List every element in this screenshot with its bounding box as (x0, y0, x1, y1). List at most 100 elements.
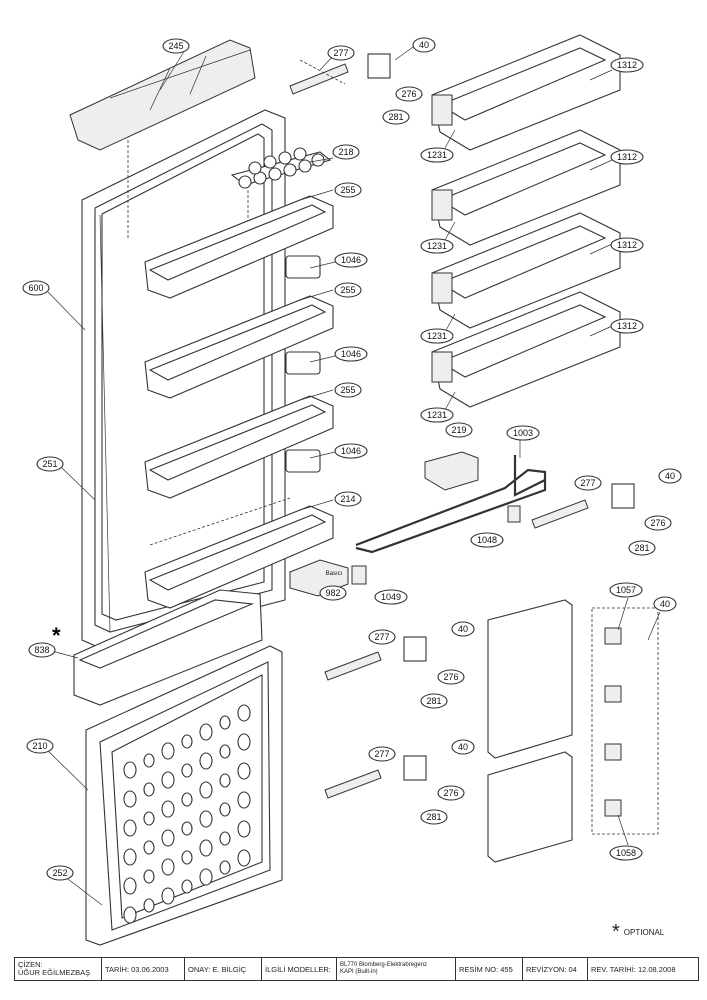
panel-hole (237, 733, 251, 751)
panel-hole (161, 858, 175, 876)
panel-hole (237, 791, 251, 809)
svg-text:40: 40 (660, 599, 670, 609)
callout-277: 277 (327, 45, 355, 61)
callout-1312: 1312 (610, 149, 644, 165)
callout-1312: 1312 (610, 318, 644, 334)
approval-cell: ONAY: E. BİLGİÇ (185, 958, 262, 980)
callout-219: 219 (445, 422, 473, 438)
drawn-by-cell: ÇİZEN: UĞUR EĞİLMEZBAŞ (15, 958, 102, 980)
svg-text:281: 281 (634, 543, 649, 553)
door-shelf-214 (144, 497, 334, 609)
svg-text:1312: 1312 (617, 321, 637, 331)
callout-218: 218 (332, 144, 360, 160)
svg-text:276: 276 (443, 672, 458, 682)
svg-text:251: 251 (42, 459, 57, 469)
revision-text: REVİZYON: 04 (526, 964, 577, 974)
panel-hole (181, 734, 193, 749)
approval-text: ONAY: E. BİLGİÇ (188, 964, 247, 974)
egg-tray-218 (230, 147, 332, 225)
optional-star-icon: * (612, 921, 620, 943)
callout-1049: 1049 (374, 589, 408, 605)
part-982-label: Basıcı (326, 571, 343, 577)
decor-panel-lower (487, 751, 573, 863)
panel-hole (143, 898, 155, 913)
hinge-group-bottom (324, 755, 427, 799)
panel-hole (123, 790, 137, 808)
svg-text:219: 219 (451, 425, 466, 435)
right-shelf-3 (431, 212, 621, 329)
svg-text:255: 255 (340, 285, 355, 295)
callout-1231: 1231 (420, 328, 454, 344)
related-models-line1: BL770 Blomberg-Elektrabregenz (340, 962, 428, 968)
optional-star-838: * (52, 623, 61, 648)
svg-text:214: 214 (340, 494, 355, 504)
panel-hole (181, 763, 193, 778)
callouts: 245 277 40 276 281 218 255 1046 255 1046… (22, 37, 682, 881)
svg-text:1231: 1231 (427, 410, 447, 420)
panel-hole (161, 887, 175, 905)
svg-text:1057: 1057 (616, 585, 636, 595)
door-shelf-255-c (144, 395, 334, 499)
related-models-label-cell: İLGİLİ MODELLER: (262, 958, 337, 980)
callout-276: 276 (437, 669, 465, 685)
callout-1003: 1003 (506, 425, 540, 441)
panel-hole (237, 762, 251, 780)
panel-hole (161, 800, 175, 818)
svg-text:277: 277 (374, 632, 389, 642)
drawn-by-name: UĞUR EĞİLMEZBAŞ (18, 968, 91, 977)
callout-276: 276 (644, 515, 672, 531)
svg-text:40: 40 (419, 40, 429, 50)
panel-hole (199, 839, 213, 857)
bottle-shelf-838 (73, 589, 263, 706)
callout-1312: 1312 (610, 237, 644, 253)
svg-text:255: 255 (340, 385, 355, 395)
svg-text:1058: 1058 (616, 848, 636, 858)
svg-text:838: 838 (34, 645, 49, 655)
hinge-group-mid-left (324, 636, 427, 681)
exploded-parts-diagram: 245 277 40 276 281 218 255 1046 255 1046… (22, 34, 682, 946)
panel-hole (181, 850, 193, 865)
svg-text:276: 276 (443, 788, 458, 798)
svg-text:1049: 1049 (381, 592, 401, 602)
drawn-by-label: ÇİZEN: (18, 960, 43, 969)
svg-text:1231: 1231 (427, 241, 447, 251)
optional-box (591, 607, 659, 835)
callout-1057: 1057 (609, 582, 643, 598)
panel-hole (181, 821, 193, 836)
callout-210: 210 (26, 738, 54, 754)
svg-text:1312: 1312 (617, 152, 637, 162)
panel-hole (123, 848, 137, 866)
revision-date-cell: REV. TARİHİ: 12.08.2008 (588, 958, 698, 980)
panel-hole (219, 773, 231, 788)
svg-text:281: 281 (426, 812, 441, 822)
related-models-cell: BL770 Blomberg-Elektrabregenz KAPI (Buil… (337, 958, 456, 980)
callout-40: 40 (451, 621, 475, 637)
svg-text:Basıcı: Basıcı (326, 571, 343, 577)
callout-982: 982 (319, 585, 347, 601)
clip-1046-group (285, 255, 321, 473)
callout-214: 214 (334, 491, 362, 507)
callout-252: 252 (46, 865, 74, 881)
callout-1046: 1046 (334, 252, 368, 268)
svg-text:40: 40 (665, 471, 675, 481)
related-models-label: İLGİLİ MODELLER: (265, 964, 331, 974)
callout-1231: 1231 (420, 238, 454, 254)
svg-text:1046: 1046 (341, 349, 361, 359)
callout-40: 40 (451, 739, 475, 755)
panel-hole (219, 802, 231, 817)
panel-hole (181, 792, 193, 807)
panel-hole (123, 877, 137, 895)
svg-text:252: 252 (52, 868, 67, 878)
callout-281: 281 (420, 809, 448, 825)
svg-text:1046: 1046 (341, 255, 361, 265)
svg-text:210: 210 (32, 741, 47, 751)
svg-text:1231: 1231 (427, 150, 447, 160)
panel-hole (143, 840, 155, 855)
svg-text:40: 40 (458, 742, 468, 752)
callout-277: 277 (574, 475, 602, 491)
callout-277: 277 (368, 629, 396, 645)
panel-hole (143, 811, 155, 826)
panel-hole (219, 715, 231, 730)
revision-cell: REVİZYON: 04 (523, 958, 588, 980)
right-shelf-1 (431, 34, 621, 151)
